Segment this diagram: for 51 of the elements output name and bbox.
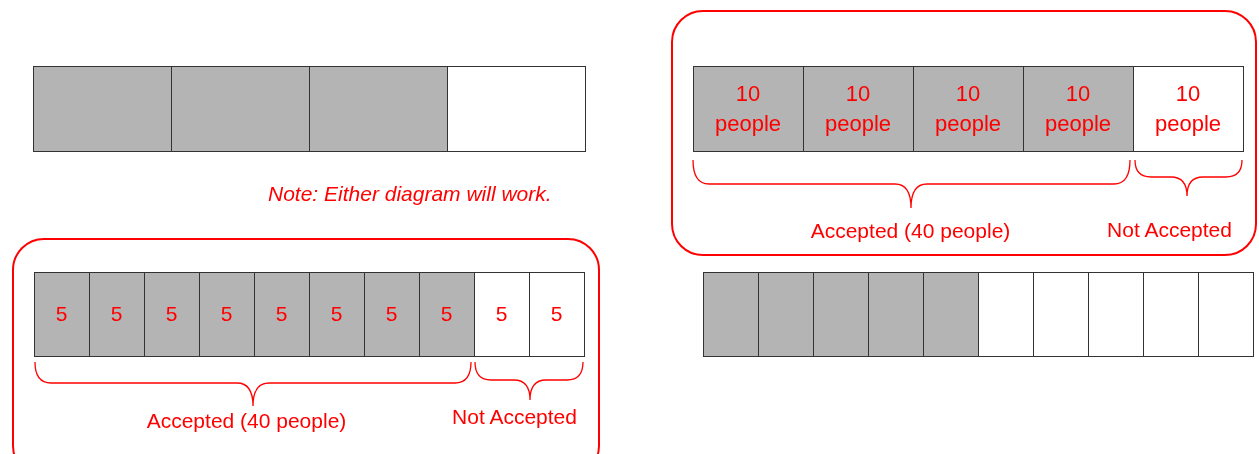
group-frame: [12, 238, 600, 454]
segment-value: 5: [165, 300, 178, 327]
bracket-label: Accepted (40 people): [146, 408, 347, 433]
bar-segment: [1198, 272, 1254, 357]
bar-segment: [447, 66, 586, 152]
segment-value: 5: [220, 300, 233, 327]
bar-segment: [308, 271, 365, 357]
bar-segment: [978, 272, 1034, 357]
bar-segment: [418, 271, 475, 357]
segment-value: 10 people: [933, 79, 1003, 138]
bracket-label: Accepted (40 people): [810, 218, 1011, 243]
bar-segment: [171, 66, 310, 152]
bar-segment: [868, 272, 924, 357]
segment-value: 5: [110, 300, 123, 327]
bracket-label: Not Accepted: [452, 404, 577, 429]
bar-segment: [1132, 65, 1244, 152]
bar-segment: [33, 66, 172, 152]
bar-segment: [309, 66, 448, 152]
bar-segment: [703, 272, 759, 357]
bar-segment: [33, 271, 90, 357]
bar-segment: [923, 272, 979, 357]
bar-segment: [528, 271, 585, 357]
bar-segment: [88, 271, 145, 357]
bracket-label: Not Accepted: [1107, 217, 1232, 242]
bar-segment: [802, 65, 914, 152]
group-frame: [671, 10, 1257, 256]
bar-segment: [253, 271, 310, 357]
bar-segment: [1022, 65, 1134, 152]
note-text: Note: Either diagram will work.: [268, 182, 552, 206]
segment-value: 10 people: [1153, 79, 1223, 138]
bar-segment: [198, 271, 255, 357]
bar-segment: [363, 271, 420, 357]
segment-value: 5: [385, 300, 398, 327]
segment-value: 10 people: [713, 79, 783, 138]
segment-value: 10 people: [1043, 79, 1113, 138]
segment-value: 5: [330, 300, 343, 327]
bar-segment: [473, 271, 530, 357]
segment-value: 5: [440, 300, 453, 327]
bar-segment: [1143, 272, 1199, 357]
segment-value: 5: [275, 300, 288, 327]
segment-value: 5: [495, 300, 508, 327]
segment-value: 5: [550, 300, 563, 327]
bar-segment: [692, 65, 804, 152]
segment-value: 10 people: [823, 79, 893, 138]
bar-segment: [1088, 272, 1144, 357]
bar-segment: [813, 272, 869, 357]
segment-value: 5: [55, 300, 68, 327]
bar-segment: [143, 271, 200, 357]
bar-segment: [1033, 272, 1089, 357]
bar-segment: [912, 65, 1024, 152]
bar-segment: [758, 272, 814, 357]
